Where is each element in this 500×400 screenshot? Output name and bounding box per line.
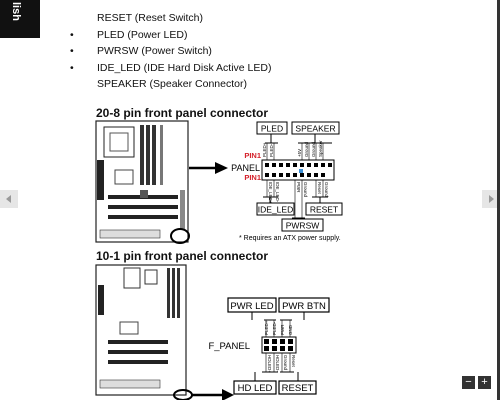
list-bullet: • (70, 45, 74, 57)
pin1-bottom-label: PIN1 (244, 173, 261, 182)
connector-arrow-2 (192, 389, 234, 400)
pled-label: PLED (261, 124, 283, 134)
pin-label: IDE_LED+ (268, 182, 273, 204)
list-item-text: IDE_LED (IDE Hard Disk Active LED) (97, 61, 272, 74)
pin-label: Reset (317, 182, 322, 195)
pin-label: IDE_LED- (275, 182, 280, 203)
previous-page-button[interactable] (0, 190, 18, 208)
list-item: RESET (Reset Switch) (70, 10, 271, 27)
pin-label: Reset (291, 355, 296, 368)
pin-label: Ground (324, 182, 329, 198)
zoom-out-button[interactable]: − (462, 376, 475, 389)
front-panel-connector-10-1 (227, 297, 330, 395)
language-tab: lish (0, 0, 40, 38)
pin1-top-label: PIN1 (244, 151, 261, 160)
list-item-text: PWRSW (Power Switch) (97, 45, 212, 57)
pin-label: PLED- (272, 321, 277, 335)
pin-label: PLED- (269, 143, 274, 157)
f-panel-label: F_PANEL (208, 341, 250, 352)
scrollbar[interactable] (497, 0, 500, 400)
list-item: • IDE_LED (IDE Hard Disk Active LED) (70, 60, 271, 77)
list-item: • PWRSW (Power Switch) (70, 43, 271, 60)
signal-list: RESET (Reset Switch) • PLED (Power LED) … (70, 10, 271, 93)
section-title-10-1-pin: 10-1 pin front panel connector (96, 249, 269, 263)
pin-label: +5V (297, 149, 302, 157)
pin-label: Speaker (318, 140, 323, 157)
pin-label: HDLED- (275, 355, 280, 372)
pin-label: PLED+ (264, 320, 269, 335)
speaker-label: SPEAKER (295, 124, 335, 134)
pin-label: PWR (296, 182, 301, 193)
motherboard-illustration-2 (95, 264, 193, 400)
reset-label-2: RESET (282, 383, 314, 394)
chevron-left-icon (6, 195, 11, 203)
hd-led-label: HD LED (238, 383, 273, 394)
list-item: • PLED (Power LED) (70, 27, 271, 44)
pin-label: Ground (311, 141, 316, 157)
pin-label: Ground (304, 141, 309, 157)
list-item: SPEAKER (Speaker Connector) (70, 76, 271, 93)
list-item-text: RESET (Reset Switch) (97, 12, 203, 24)
list-item-text: SPEAKER (Speaker Connector) (97, 78, 247, 90)
pwr-led-label: PWR LED (230, 301, 273, 312)
chevron-right-icon (489, 195, 494, 203)
pin-label: Ground (283, 355, 288, 371)
front-panel-connector-20-8 (256, 121, 343, 232)
ide-led-label: IDE_LED (258, 205, 293, 215)
pwrsw-label: PWRSW (286, 221, 320, 231)
panel-label: PANEL (231, 163, 260, 173)
motherboard-illustration-1 (95, 120, 190, 244)
pin-label: PLED+ (262, 142, 267, 157)
section-title-20-8-pin: 20-8 pin front panel connector (96, 106, 269, 120)
list-bullet: • (70, 61, 74, 74)
list-bullet: • (70, 28, 74, 41)
connector-arrow-1 (189, 162, 228, 174)
pin-label: PWR (280, 324, 285, 335)
zoom-in-button[interactable]: + (478, 376, 491, 389)
atx-note: * Requires an ATX power supply. (239, 235, 341, 242)
pwr-btn-label: PWR BTN (282, 301, 326, 312)
pin-label: GND (288, 324, 293, 335)
pin-label: Ground (303, 182, 308, 198)
pin-label: HDLED+ (267, 355, 272, 373)
list-item-text: PLED (Power LED) (97, 28, 188, 41)
reset-label: RESET (310, 205, 338, 215)
next-page-button[interactable] (482, 190, 500, 208)
